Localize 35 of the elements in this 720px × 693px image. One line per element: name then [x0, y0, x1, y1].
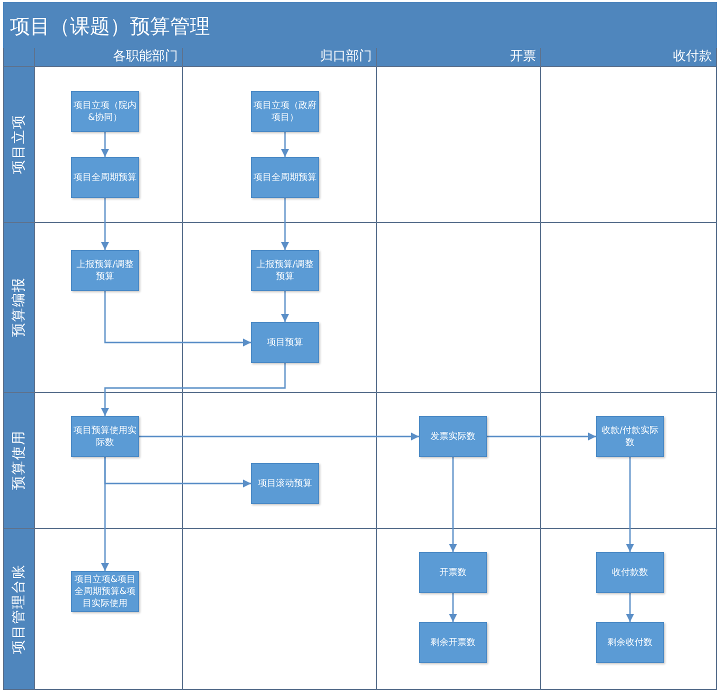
- arrow: [487, 432, 596, 440]
- process-box: 剩余收付数: [596, 622, 664, 663]
- process-box: 项目全周期预算: [251, 157, 319, 198]
- lane-header: 项目立项: [4, 67, 34, 222]
- process-box: 发票实际数: [419, 416, 487, 457]
- arrow: [104, 291, 251, 346]
- process-box: 收款/付款实际数: [596, 416, 664, 457]
- arrow: [449, 457, 457, 552]
- process-box: 开票数: [419, 552, 487, 593]
- arrow: [101, 363, 286, 416]
- process-box: 项目立项（政府项目）: [251, 91, 319, 132]
- process-box: 上报预算/调整预算: [251, 250, 319, 291]
- process-box: 项目全周期预算: [71, 157, 139, 198]
- arrow: [101, 198, 109, 250]
- arrow: [101, 457, 109, 571]
- diagram-title: 项目（课题）预算管理: [10, 13, 210, 39]
- process-box: 收付款数: [596, 552, 664, 593]
- process-box: 项目立项（院内&协同）: [71, 91, 139, 132]
- arrow: [101, 132, 109, 157]
- arrow: [626, 457, 634, 552]
- arrow: [281, 198, 289, 250]
- lane-header: 预算编报: [4, 223, 34, 392]
- lane-header: 预算使用: [4, 393, 34, 528]
- arrow: [281, 132, 289, 157]
- arrow: [139, 432, 419, 440]
- arrow: [281, 291, 289, 322]
- process-box: 项目预算使用实际数: [71, 416, 139, 457]
- lane-header: 项目管理台账: [4, 529, 34, 689]
- process-box: 上报预算/调整预算: [71, 250, 139, 291]
- arrow: [626, 593, 634, 622]
- process-box: 项目立项&项目全周期预算&项目实际使用: [71, 571, 139, 612]
- arrow: [449, 593, 457, 622]
- process-box: 项目预算: [251, 322, 319, 363]
- process-box: 剩余开票数: [419, 622, 487, 663]
- process-box: 项目滚动预算: [251, 463, 319, 504]
